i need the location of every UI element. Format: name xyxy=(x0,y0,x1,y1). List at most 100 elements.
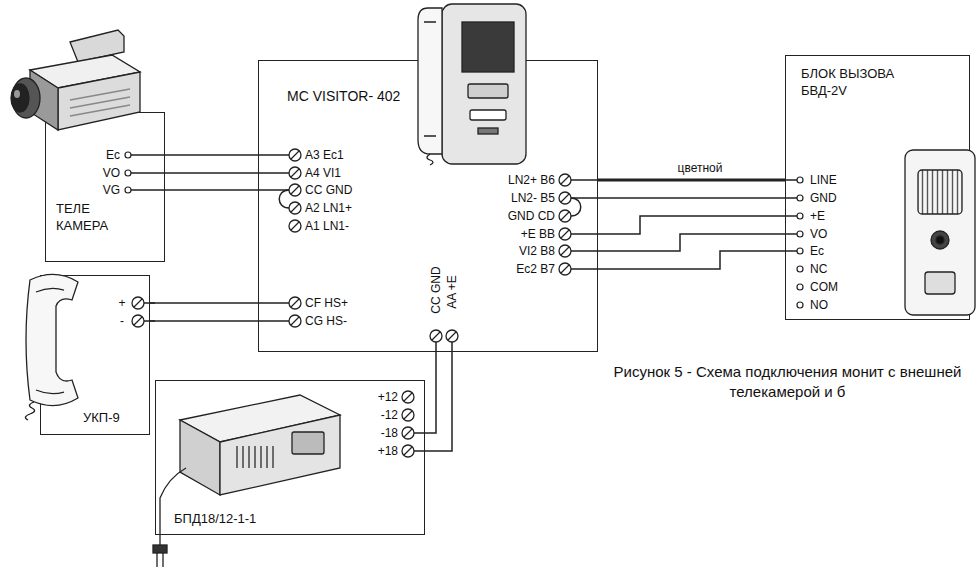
wire-stub xyxy=(571,180,598,269)
camera-illustration xyxy=(11,30,140,130)
terminal-label: CC GND xyxy=(305,183,352,197)
figure-caption: Рисунок 5 - Схема подключения монит с вн… xyxy=(605,362,970,403)
wire xyxy=(425,352,436,433)
camera-illustration xyxy=(11,84,29,112)
terminal-label: VI2 B8 xyxy=(519,244,555,258)
monitor-illustration xyxy=(478,128,498,134)
wire xyxy=(598,234,785,251)
terminal-label: Ec xyxy=(106,148,120,162)
power-supply-illustration xyxy=(180,420,220,495)
terminal-label: CC GND xyxy=(429,266,443,313)
terminal-label: GND CD xyxy=(508,209,555,223)
terminal-label: LINE xyxy=(810,173,837,187)
terminal-label: NO xyxy=(810,298,828,312)
pin-contact xyxy=(125,152,803,308)
pin-contact xyxy=(125,187,131,193)
power-supply-illustration xyxy=(292,432,324,454)
pin-contact xyxy=(797,177,803,183)
monitor-illustration xyxy=(462,22,514,72)
monitor-illustration xyxy=(470,110,506,120)
monitor-illustration xyxy=(442,4,526,164)
device-title: БЛОК ВЫЗОВА БВД-2V xyxy=(801,66,916,100)
terminal-label: -18 xyxy=(381,426,398,440)
device-title: MC VISITOR- 402 xyxy=(287,87,417,105)
handset-illustration xyxy=(36,288,64,393)
terminal-label: NC xyxy=(810,262,827,276)
pin-contact xyxy=(797,195,803,201)
terminal-label: A1 LN1- xyxy=(305,219,349,233)
terminal-label: Ec xyxy=(810,244,824,258)
terminal-label: +E BB xyxy=(521,227,555,241)
terminal-label: +E xyxy=(810,209,825,223)
terminal-label: A3 Ec1 xyxy=(305,148,344,162)
wire xyxy=(165,189,258,191)
screw-slot xyxy=(134,151,569,455)
terminal-label: VO xyxy=(103,166,120,180)
wire xyxy=(598,179,785,182)
camera-illustration xyxy=(12,78,40,118)
power-supply-illustration xyxy=(153,545,167,553)
wire xyxy=(598,251,785,269)
screw-slot xyxy=(404,393,412,455)
pin-contact xyxy=(797,266,803,272)
door-unit-illustration xyxy=(931,231,949,249)
wire-label: цветной xyxy=(676,161,725,175)
pin-contact xyxy=(125,152,131,158)
pin-contact xyxy=(797,231,803,237)
pin-contact xyxy=(797,302,803,308)
monitor-illustration xyxy=(427,154,433,165)
screw-slot xyxy=(561,176,569,273)
jumper-wire xyxy=(279,190,289,208)
terminal-label: LN2+ B6 xyxy=(508,173,555,187)
wire xyxy=(598,216,785,234)
terminal-label: +12 xyxy=(378,390,398,404)
terminal-label: -12 xyxy=(381,408,398,422)
screw-terminal xyxy=(132,149,571,457)
wire-stub xyxy=(131,155,797,451)
device-title: УКП-9 xyxy=(83,410,143,427)
handset-illustration xyxy=(25,402,34,420)
terminal-label: +18 xyxy=(378,444,398,458)
wire xyxy=(165,172,258,174)
wire-stub xyxy=(258,155,289,321)
terminal-label: COM xyxy=(810,280,838,294)
terminal-label: GND xyxy=(810,191,837,205)
door-unit-illustration xyxy=(905,150,975,315)
wire-stub xyxy=(414,433,425,451)
door-unit-illustration xyxy=(918,170,962,214)
wire-stub xyxy=(131,155,165,190)
screw-slot xyxy=(291,151,299,325)
power-supply-illustration xyxy=(232,446,274,468)
camera-illustration xyxy=(14,90,20,98)
wire-stub xyxy=(436,342,452,352)
wire xyxy=(150,302,258,304)
terminal-label: A2 LN1+ xyxy=(305,201,352,215)
handset-illustration xyxy=(26,274,78,405)
terminal-label: + xyxy=(118,296,125,310)
screw-slot xyxy=(134,299,456,340)
camera-illustration xyxy=(58,72,140,130)
terminal-label: A4 VI1 xyxy=(305,166,341,180)
power-supply-illustration xyxy=(157,553,163,567)
wire-stub xyxy=(785,180,797,251)
camera-illustration xyxy=(70,89,130,116)
wire xyxy=(150,320,258,322)
door-unit-illustration xyxy=(925,272,955,294)
terminal-label: Ec2 B7 xyxy=(516,262,555,276)
terminal-label: CG HS- xyxy=(305,314,347,328)
pin-contact xyxy=(125,170,131,176)
terminal-label: - xyxy=(120,314,124,328)
terminal-label: VG xyxy=(103,183,120,197)
monitor-illustration xyxy=(424,22,436,136)
wire xyxy=(425,352,452,451)
wire xyxy=(165,154,258,156)
terminal-label: LN2- B5 xyxy=(511,191,555,205)
monitor-illustration xyxy=(468,84,508,98)
power-supply-illustration xyxy=(160,468,186,545)
monitor-illustration xyxy=(418,4,526,165)
device-title: ТЕЛЕ КАМЕРА xyxy=(56,201,136,235)
terminal-label: CF HS+ xyxy=(305,296,348,310)
handset-illustration xyxy=(25,274,78,420)
wire xyxy=(598,197,785,199)
